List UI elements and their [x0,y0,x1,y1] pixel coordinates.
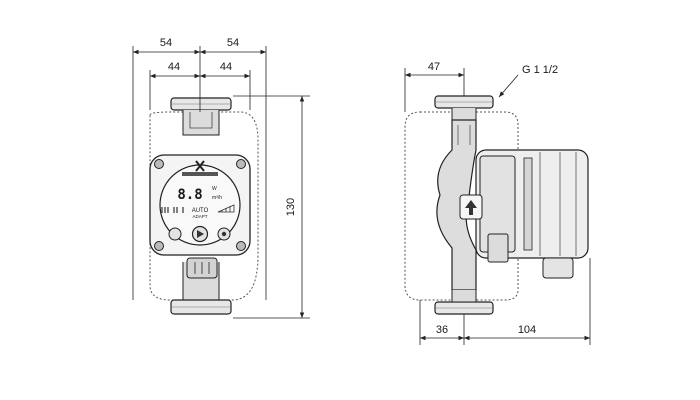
side-top-flange [434,95,494,121]
display-unit-top: W [212,186,217,192]
display-reading: 8.8 [177,187,202,203]
side-bottom-flange [434,290,494,315]
dim-inner-right: 44 [220,61,232,73]
mode-button-icon [168,227,182,241]
side-view: G 1 1/2 47 36 104 [404,61,591,345]
side-envelope-outline [404,111,519,301]
side-dimensions [404,68,591,345]
arrow-up-icon [459,194,483,220]
display-mode-line2: ADAPT [192,214,207,219]
front-dimensions [132,46,310,319]
dim-outer-right: 54 [227,37,239,49]
display-unit-bottom: m³/h [212,195,222,201]
display-indicator-bars [161,207,184,213]
dim-side-top: 47 [428,61,440,73]
grip-icon [186,257,218,279]
brand-logo-icon [182,160,218,176]
connector-box [487,233,574,279]
thread-label: G 1 1/2 [522,64,558,76]
lcd-display: 8.8 W m³/h AUTO ADAPT [161,186,235,219]
dim-side-bottom-left: 36 [436,324,448,336]
thread-callout [498,74,519,98]
display-level-wedge [217,204,235,213]
dim-side-bottom-right: 104 [518,324,536,336]
dim-height: 130 [285,198,297,216]
dim-outer-left: 54 [160,37,172,49]
control-buttons [168,225,231,243]
display-mode-line1: AUTO [192,208,209,214]
front-view: 8.8 W m³/h AUTO ADAPT [132,37,310,319]
motor-housing [475,149,589,259]
front-envelope-outline [149,111,259,301]
front-top-flange [170,97,232,136]
dim-inner-left: 44 [168,61,180,73]
